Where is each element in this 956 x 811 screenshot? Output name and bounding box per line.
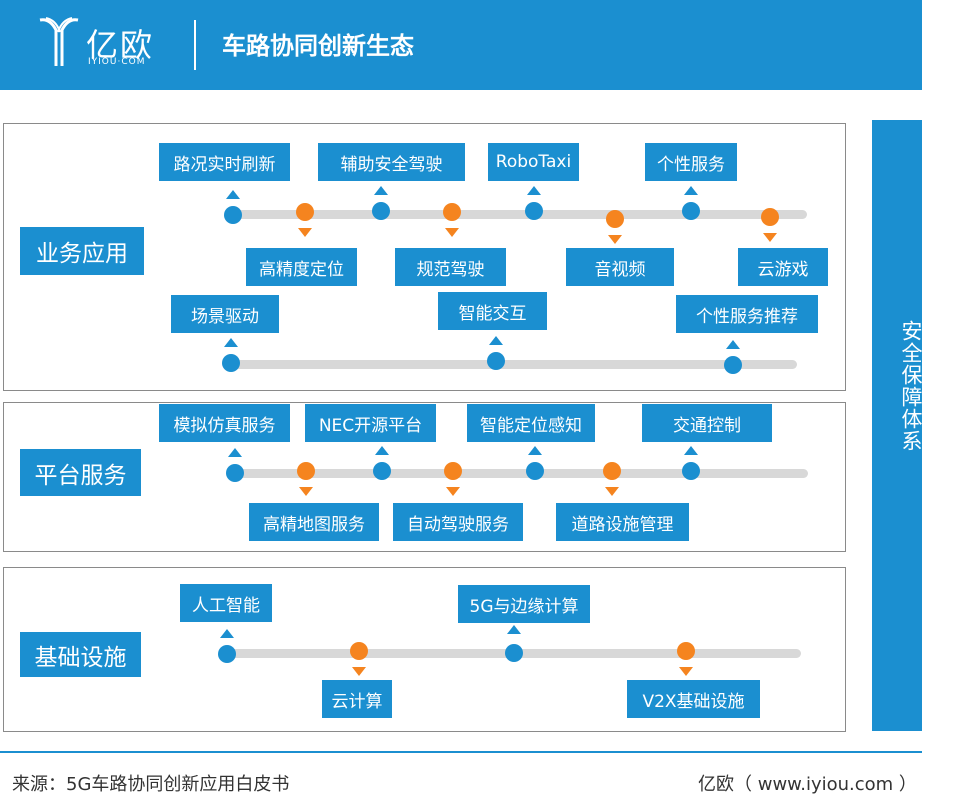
down-arrow-icon <box>298 228 312 237</box>
timeline-node <box>677 642 695 660</box>
up-arrow-icon <box>489 336 503 345</box>
node-label: 高精度定位 <box>246 248 357 286</box>
security-sidebar: 安全保障体系 <box>872 120 923 731</box>
node-label: 个性服务推荐 <box>676 295 818 333</box>
up-arrow-icon <box>374 186 388 195</box>
up-arrow-icon <box>375 446 389 455</box>
timeline-node <box>603 462 621 480</box>
page-title: 车路协同创新生态 <box>222 32 414 60</box>
timeline-node <box>296 203 314 221</box>
timeline-node <box>724 356 742 374</box>
down-arrow-icon <box>446 487 460 496</box>
sidebar-label: 安全保障体系 <box>899 320 923 452</box>
category-platform: 平台服务 <box>20 449 141 496</box>
business-track-2 <box>226 360 797 369</box>
timeline-node <box>444 462 462 480</box>
iyiou-logo-icon <box>39 17 79 66</box>
timeline-node <box>218 645 236 663</box>
down-arrow-icon <box>299 487 313 496</box>
timeline-node <box>606 210 624 228</box>
timeline-node <box>373 462 391 480</box>
timeline-node <box>350 642 368 660</box>
up-arrow-icon <box>684 446 698 455</box>
node-label: 规范驾驶 <box>395 248 506 286</box>
up-arrow-icon <box>527 186 541 195</box>
node-label: 道路设施管理 <box>556 503 689 541</box>
footer-divider <box>0 751 922 753</box>
up-arrow-icon <box>220 629 234 638</box>
logo-subtext: IYIOU·COM <box>88 57 146 67</box>
down-arrow-icon <box>445 228 459 237</box>
node-label: 自动驾驶服务 <box>393 503 523 541</box>
category-infra: 基础设施 <box>20 632 141 677</box>
business-track-1 <box>228 210 807 219</box>
timeline-node <box>224 206 242 224</box>
footer-brand: 亿欧（ www.iyiou.com ） <box>698 774 917 795</box>
node-label: 高精地图服务 <box>249 503 379 541</box>
node-label: NEC开源平台 <box>305 404 436 442</box>
node-label: 人工智能 <box>180 584 272 622</box>
up-arrow-icon <box>528 446 542 455</box>
node-label: 5G与边缘计算 <box>458 585 590 623</box>
node-label: 智能交互 <box>438 292 547 330</box>
down-arrow-icon <box>763 233 777 242</box>
up-arrow-icon <box>726 340 740 349</box>
timeline-node <box>443 203 461 221</box>
node-label: 云计算 <box>322 680 392 718</box>
down-arrow-icon <box>679 667 693 676</box>
up-arrow-icon <box>507 625 521 634</box>
node-label: 路况实时刷新 <box>159 143 290 181</box>
timeline-node <box>761 208 779 226</box>
timeline-node <box>222 354 240 372</box>
node-label: 智能定位感知 <box>467 404 595 442</box>
header-banner: 亿欧 IYIOU·COM 车路协同创新生态 <box>0 0 922 90</box>
timeline-node <box>526 462 544 480</box>
down-arrow-icon <box>605 487 619 496</box>
up-arrow-icon <box>224 338 238 347</box>
platform-track <box>228 469 808 478</box>
up-arrow-icon <box>684 186 698 195</box>
timeline-node <box>525 202 543 220</box>
node-label: 场景驱动 <box>171 295 279 333</box>
timeline-node <box>297 462 315 480</box>
down-arrow-icon <box>608 235 622 244</box>
node-label: RoboTaxi <box>488 143 579 181</box>
category-business: 业务应用 <box>20 227 144 275</box>
logo-text: 亿欧 <box>86 26 155 64</box>
timeline-node <box>505 644 523 662</box>
up-arrow-icon <box>226 190 240 199</box>
node-label: 个性服务 <box>645 143 737 181</box>
timeline-node <box>682 462 700 480</box>
down-arrow-icon <box>352 667 366 676</box>
node-label: 模拟仿真服务 <box>159 404 290 442</box>
footer-source: 来源：5G车路协同创新应用白皮书 <box>12 774 290 795</box>
node-label: 辅助安全驾驶 <box>318 143 465 181</box>
timeline-node <box>487 352 505 370</box>
header-divider <box>194 20 196 70</box>
timeline-node <box>226 464 244 482</box>
up-arrow-icon <box>228 448 242 457</box>
node-label: 音视频 <box>566 248 674 286</box>
node-label: 交通控制 <box>642 404 772 442</box>
node-label: V2X基础设施 <box>627 680 760 718</box>
timeline-node <box>682 202 700 220</box>
timeline-node <box>372 202 390 220</box>
node-label: 云游戏 <box>738 248 828 286</box>
